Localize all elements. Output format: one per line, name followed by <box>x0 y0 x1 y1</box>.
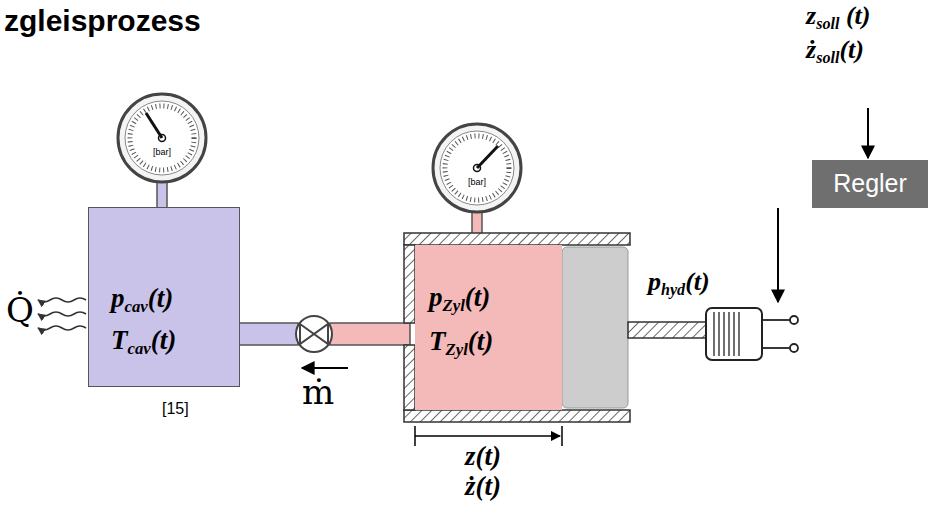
pressure-gauge <box>118 94 206 208</box>
setpoint-arrow <box>867 108 869 158</box>
setpoint-label: zsoll (t) <box>806 2 870 31</box>
mass-flow-arrow <box>302 367 348 369</box>
spindle <box>628 322 706 338</box>
pipe <box>330 323 410 345</box>
unit-label: [bar] <box>468 178 486 188</box>
pressure-gauge <box>433 124 521 234</box>
heat-flow-label: Q̇ <box>6 292 34 329</box>
setpoint-label: żsoll(t) <box>806 36 864 65</box>
node-label: TZyl(t) <box>429 327 493 357</box>
reference-number: [15] <box>162 400 189 418</box>
valve-symbol <box>296 316 332 352</box>
pipe <box>238 323 298 345</box>
node-label: Regler <box>833 170 907 198</box>
node-label: pZyl(t) <box>429 283 490 313</box>
motor <box>706 308 798 360</box>
unit-label: [bar] <box>153 148 171 158</box>
velocity-label: ż(t) <box>465 472 501 502</box>
node-label: Tcav(t) <box>111 326 176 356</box>
control-arrow <box>777 208 779 302</box>
cavity-volume: pcav(t) Tcav(t) <box>88 207 240 387</box>
cylinder-housing <box>404 233 630 422</box>
slide-title: zgleisprozess <box>4 4 201 37</box>
pressure-label: phyd(t) <box>648 268 710 297</box>
node-label: pcav(t) <box>111 284 173 314</box>
cylinder-chamber: pZyl(t) TZyl(t) <box>415 245 562 410</box>
mass-flow-label: ṁ <box>302 374 334 411</box>
controller-box: Regler <box>812 160 928 208</box>
position-label: z(t) <box>465 442 501 472</box>
piston <box>562 247 628 408</box>
heat-flow-arrows <box>38 298 86 330</box>
